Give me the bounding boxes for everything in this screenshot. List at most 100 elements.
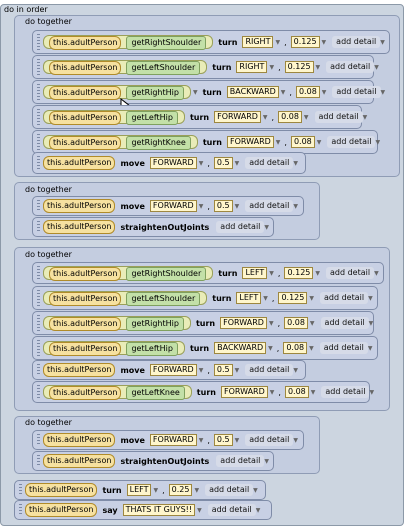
amount-chip[interactable]: 0.08 [283,342,308,354]
amount-chip[interactable]: 0.125 [284,61,314,73]
amount-chip[interactable]: 0.5 [213,364,233,376]
dropdown-arrow-icon[interactable]: ▼ [264,223,270,231]
add-detail-button[interactable]: add detail [245,157,294,169]
dropdown-arrow-icon[interactable]: ▼ [253,486,258,494]
dropdown-arrow-icon[interactable]: ▼ [375,138,381,146]
method-chip[interactable]: getLeftShoulder [126,292,201,306]
statement-row[interactable]: this.adultPerson move FORWARD▼ , 0.5▼ ad… [32,360,306,380]
dropdown-arrow-icon[interactable]: ▼ [198,436,204,444]
direction-chip[interactable]: FORWARD [214,111,261,123]
direction-chip[interactable]: LEFT [242,267,268,279]
dropdown-arrow-icon[interactable]: ▼ [153,486,159,494]
object-chip[interactable]: this.adultPerson [49,36,122,50]
object-chip[interactable]: this.adultPerson [49,86,122,100]
add-detail-button[interactable]: add detail [245,364,294,376]
say-text-chip[interactable]: THATS IT GUYS!! [122,504,196,516]
drag-handle[interactable] [37,385,40,399]
dropdown-arrow-icon[interactable]: ▼ [194,486,200,494]
direction-chip[interactable]: FORWARD [226,136,274,148]
direction-chip[interactable]: FORWARD [149,434,197,446]
drag-handle[interactable] [19,484,22,496]
dropdown-arrow-icon[interactable]: ▼ [255,506,261,514]
dropdown-arrow-icon[interactable]: ▼ [369,388,375,396]
object-chip[interactable]: this.adultPerson [43,156,116,170]
dropdown-arrow-icon[interactable]: ▼ [321,88,327,96]
add-detail-button[interactable]: add detail [314,111,363,123]
add-detail-button[interactable]: add detail [319,292,369,304]
amount-chip[interactable]: 0.08 [278,111,302,123]
statement-row[interactable]: this.adultPerson straightenOutJoints add… [32,217,274,237]
dropdown-arrow-icon[interactable]: ▼ [234,202,240,210]
object-expression[interactable]: this.adultPerson getLeftHip [43,110,185,125]
dropdown-arrow-icon[interactable]: ▼ [262,113,268,121]
drag-handle[interactable] [37,156,40,170]
dropdown-arrow-icon[interactable]: ▼ [275,138,281,146]
dropdown-arrow-icon[interactable]: ▼ [316,138,322,146]
dropdown-arrow-icon[interactable]: ▼ [315,63,321,71]
direction-chip[interactable]: LEFT [126,484,152,496]
object-expression[interactable]: this.adultPerson getRightHip [43,85,191,100]
drag-handle[interactable] [19,504,22,516]
drag-handle[interactable] [37,134,40,150]
dropdown-arrow-icon[interactable]: ▼ [374,63,379,71]
add-detail-button[interactable]: add detail [207,504,256,516]
object-chip[interactable]: this.adultPerson [49,317,122,331]
object-chip[interactable]: this.adultPerson [49,111,122,125]
dropdown-arrow-icon[interactable]: ▼ [234,366,240,374]
amount-chip[interactable]: 0.08 [295,86,320,98]
amount-chip[interactable]: 0.5 [213,200,233,212]
dropdown-arrow-icon[interactable]: ▼ [269,388,275,396]
drag-handle[interactable] [37,84,40,100]
dropdown-arrow-icon[interactable]: ▼ [198,202,204,210]
dropdown-arrow-icon[interactable]: ▼ [280,88,286,96]
dropdown-arrow-icon[interactable]: ▼ [198,366,204,374]
statement-row[interactable]: this.adultPerson straightenOutJoints add… [32,451,274,471]
drag-handle[interactable] [37,59,40,75]
direction-chip[interactable]: FORWARD [149,157,197,169]
method-chip[interactable]: getLeftKnee [126,386,185,400]
dropdown-arrow-icon[interactable]: ▼ [293,436,298,444]
add-detail-button[interactable]: add detail [216,455,265,467]
dropdown-arrow-icon[interactable]: ▼ [293,366,298,374]
direction-chip[interactable]: RIGHT [236,61,268,73]
object-chip[interactable]: this.adultPerson [43,363,116,377]
amount-chip[interactable]: 0.08 [284,386,309,398]
dropdown-arrow-icon[interactable]: ▼ [368,319,374,327]
method-chip[interactable]: getRightShoulder [126,267,207,281]
dropdown-arrow-icon[interactable]: ▼ [315,269,320,277]
statement-row[interactable]: this.adultPerson turn LEFT▼ , 0.25▼ add … [14,480,266,500]
add-detail-button[interactable]: add detail [205,484,254,496]
drag-handle[interactable] [37,364,40,376]
add-detail-button[interactable]: add detail [321,386,370,398]
add-detail-button[interactable]: add detail [320,317,369,329]
dropdown-arrow-icon[interactable]: ▼ [321,38,327,46]
drag-handle[interactable] [37,266,40,280]
method-chip[interactable]: getRightKnee [126,136,191,150]
amount-chip[interactable]: 0.25 [168,484,193,496]
object-chip[interactable]: this.adultPerson [25,483,98,497]
object-chip[interactable]: this.adultPerson [43,220,116,234]
add-detail-button[interactable]: add detail [327,136,376,148]
method-chip[interactable]: getLeftHip [126,111,178,125]
direction-chip[interactable]: BACKWARD [226,86,279,98]
method-chip[interactable]: getRightHip [126,86,184,100]
statement-row[interactable]: this.adultPerson move FORWARD▼ , 0.5▼ ad… [32,196,304,216]
dropdown-arrow-icon[interactable]: ▼ [268,319,274,327]
dropdown-arrow-icon[interactable]: ▼ [275,38,281,46]
amount-chip[interactable]: 0.5 [213,157,233,169]
add-detail-button[interactable]: add detail [245,200,294,212]
direction-chip[interactable]: FORWARD [149,200,197,212]
drag-handle[interactable] [37,290,40,306]
dropdown-arrow-icon[interactable]: ▼ [198,159,204,167]
dropdown-arrow-icon[interactable]: ▼ [263,294,268,302]
statement-row[interactable]: this.adultPerson move FORWARD▼ , 0.5▼ ad… [32,152,306,174]
drag-handle[interactable] [37,200,40,212]
